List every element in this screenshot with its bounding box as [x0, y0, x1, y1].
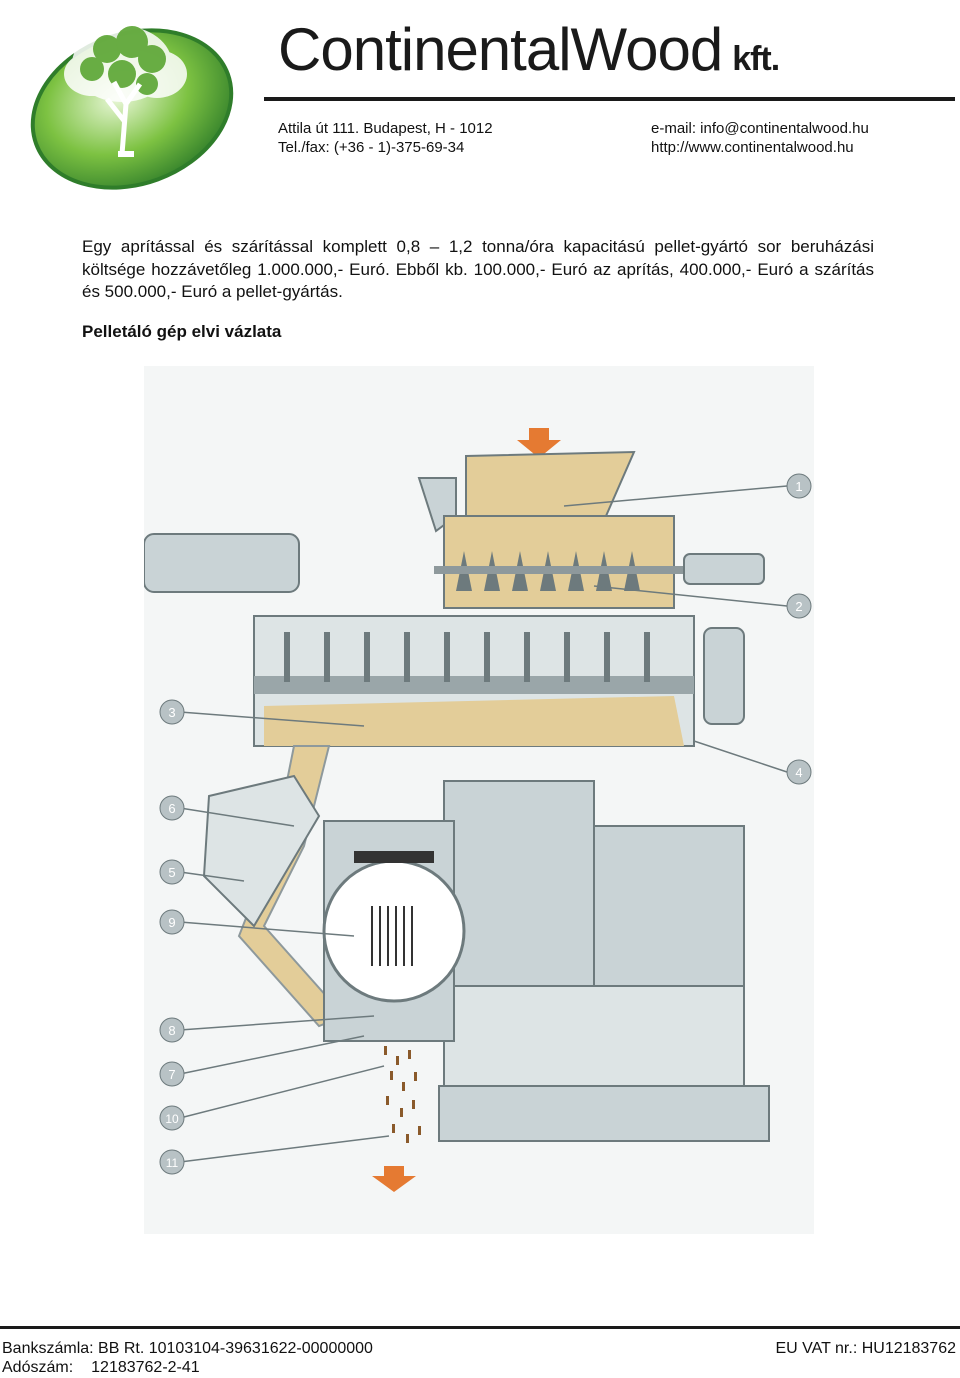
- bank-account: Bankszámla: BB Rt. 10103104-39631622-000…: [2, 1340, 373, 1357]
- diagram-title: Pelletáló gép elvi vázlata: [82, 322, 282, 341]
- footer-divider: [0, 1326, 960, 1329]
- address: Attila út 111. Budapest, H - 1012: [278, 120, 493, 137]
- email: e-mail: info@continentalwood.hu: [651, 120, 869, 137]
- callout-label: 3: [168, 705, 175, 720]
- callout-label: 4: [795, 765, 802, 780]
- callout-label: 2: [795, 599, 802, 614]
- callout-label: 7: [168, 1067, 175, 1082]
- pellet-machine-diagram: 1 2 3 4 6 5 9 8 7 10 11: [144, 366, 814, 1234]
- company-logo: [30, 26, 234, 190]
- brand-part1: Continental: [278, 16, 572, 83]
- website: http://www.continentalwood.hu: [651, 139, 854, 156]
- cost-paragraph: Egy aprítással és szárítással komplett 0…: [82, 237, 874, 301]
- callout-label: 10: [165, 1112, 179, 1126]
- tax-label: Adószám:: [2, 1359, 74, 1376]
- vat-number: EU VAT nr.: HU12183762: [775, 1340, 956, 1357]
- callout-label: 1: [795, 479, 802, 494]
- header-divider: [264, 97, 955, 101]
- callout-label: 11: [166, 1156, 179, 1170]
- contact-left: Attila út 111. Budapest, H - 1012 Tel./f…: [278, 119, 493, 157]
- callout-group: 1 2 3 4 6 5 9 8 7 10 11: [159, 473, 812, 1175]
- callout-label: 8: [168, 1023, 175, 1038]
- tax-number: 12183762-2-41: [91, 1359, 200, 1376]
- tax-id: Adószám: 12183762-2-41: [2, 1358, 200, 1378]
- brand-suffix: kft.: [732, 40, 780, 78]
- callout-label: 5: [168, 865, 175, 880]
- callout-label: 6: [168, 801, 175, 816]
- phone: Tel./fax: (+36 - 1)-375-69-34: [278, 139, 465, 156]
- callout-label: 9: [168, 915, 175, 930]
- contact-right: e-mail: info@continentalwood.hu http://w…: [651, 119, 869, 157]
- brand-part2: Wood: [570, 16, 724, 83]
